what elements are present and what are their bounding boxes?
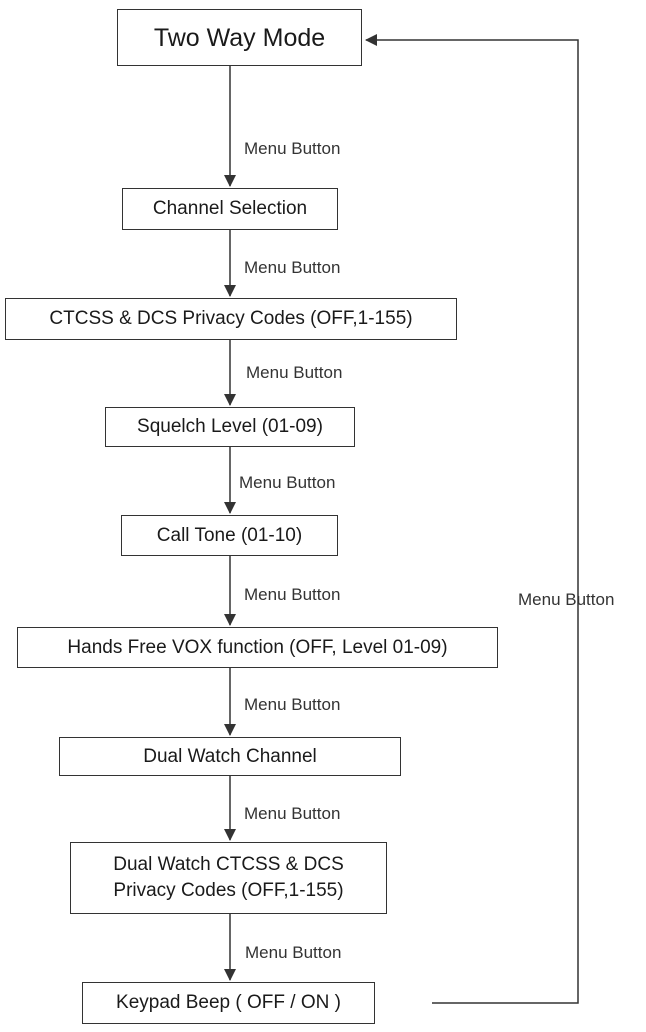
node-dual-watch-ctcss-dcs: Dual Watch CTCSS & DCS Privacy Codes (OF… [70,842,387,914]
edge-label-menu-button-4: Menu Button [239,473,336,492]
edge-label-menu-button-return: Menu Button [518,590,615,609]
node-vox-function: Hands Free VOX function (OFF, Level 01-0… [17,627,498,668]
node-ctcss-dcs-privacy-codes: CTCSS & DCS Privacy Codes (OFF,1-155) [5,298,457,340]
edge-label-menu-button-6: Menu Button [244,695,341,714]
node-squelch-level: Squelch Level (01-09) [105,407,355,447]
edge-label-menu-button-1: Menu Button [244,139,341,158]
node-keypad-beep: Keypad Beep ( OFF / ON ) [82,982,375,1024]
edge-label-menu-button-3: Menu Button [246,363,343,382]
edge-label-menu-button-8: Menu Button [245,943,342,962]
node-call-tone: Call Tone (01-10) [121,515,338,556]
edge-label-menu-button-7: Menu Button [244,804,341,823]
node-dual-watch-channel: Dual Watch Channel [59,737,401,776]
node-channel-selection: Channel Selection [122,188,338,230]
edge-label-menu-button-5: Menu Button [244,585,341,604]
node-two-way-mode: Two Way Mode [117,9,362,66]
edge-label-menu-button-2: Menu Button [244,258,341,277]
arrow-keypad-return-to-two-way [365,34,579,1004]
